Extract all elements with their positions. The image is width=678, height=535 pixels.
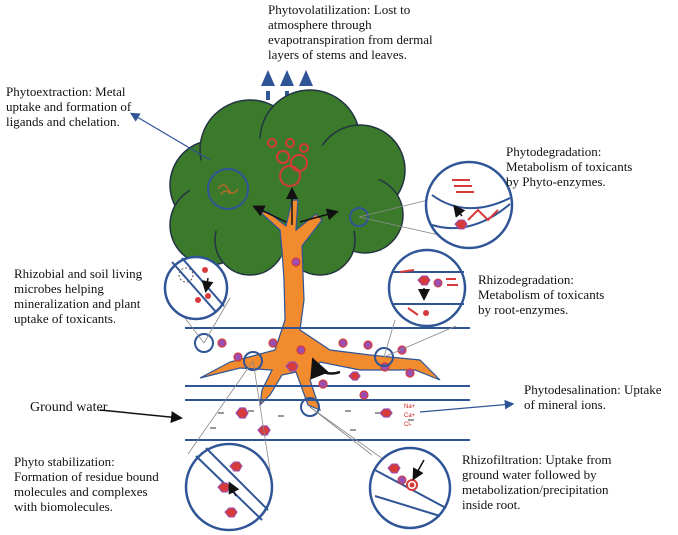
label-rhizofiltration: Rhizofiltration: Uptake from ground wate… (462, 452, 612, 512)
tree-trunk-roots (199, 199, 441, 412)
label-rhizobial: Rhizobial and soil living microbes helpi… (14, 266, 143, 326)
root-uptake-arrow (310, 357, 341, 380)
label-phytovolatilization: Phytovolatilization: Lost to atmosphere … (268, 2, 433, 62)
groundwater-pointer (99, 409, 183, 424)
zoom-rhizobial (163, 255, 229, 321)
branch-arrows (252, 187, 339, 225)
label-phytodegradation: Phytodegradation: Metabolism of toxicant… (506, 144, 633, 189)
soil-lines (185, 327, 470, 441)
trunk-molecules (291, 257, 306, 355)
ion-ca: Ca+ (404, 413, 416, 419)
label-rhizodegradation: Rhizodegradation: Metabolism of toxicant… (478, 272, 605, 317)
label-phytostabilization: Phyto stabilization: Formation of residu… (14, 454, 159, 514)
zoom-phytodegradation (424, 160, 514, 250)
extraction-pointer (129, 112, 211, 161)
volatile-bubbles (267, 138, 309, 187)
ion-labels: Na+ Ca+ Cl- (404, 404, 416, 428)
connector-circles (194, 207, 394, 417)
ion-na: Na+ (404, 404, 416, 410)
zoom-rhizofiltration (368, 446, 452, 530)
soil-molecules (217, 338, 415, 400)
label-phytoextraction: Phytoextraction: Metal uptake and format… (6, 84, 132, 129)
extraction-bubble (207, 168, 249, 210)
ion-cl: Cl- (404, 422, 412, 428)
label-phytodesalination: Phytodesalination: Uptake of mineral ion… (524, 382, 662, 412)
zoom-phytostabilization (184, 442, 274, 532)
label-ground-water: Ground water (30, 400, 108, 415)
desalination-pointer (419, 399, 515, 413)
zoom-rhizodegradation (387, 248, 467, 328)
